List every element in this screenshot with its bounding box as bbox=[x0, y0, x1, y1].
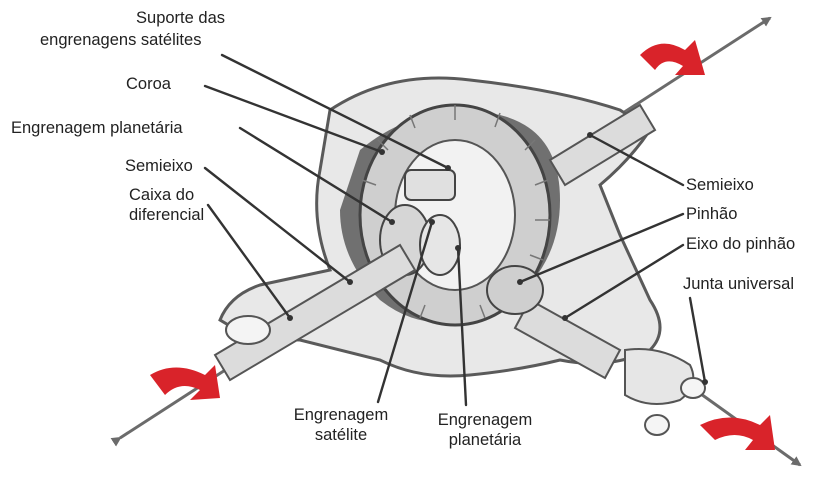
label-engrenagem-planetaria-top: Engrenagem planetária bbox=[11, 118, 183, 138]
label-engrenagem-satelite: Engrenagem satélite bbox=[286, 405, 396, 445]
label-pinhao: Pinhão bbox=[686, 204, 737, 224]
label-eixo-pinhao: Eixo do pinhão bbox=[686, 234, 795, 254]
spider-carrier bbox=[405, 170, 455, 200]
label-junta-universal: Junta universal bbox=[683, 274, 794, 294]
label-semieixo-left: Semieixo bbox=[125, 156, 193, 176]
label-semieixo-right: Semieixo bbox=[686, 175, 754, 195]
rotation-arrow-bottom-right bbox=[700, 415, 775, 450]
left-axle-end bbox=[226, 316, 270, 344]
label-suporte: Suporte das bbox=[95, 8, 225, 28]
label-caixa-diferencial: Caixa do diferencial bbox=[129, 185, 204, 225]
label-coroa: Coroa bbox=[126, 74, 171, 94]
universal-joint bbox=[625, 349, 705, 435]
label-engrenagem-planetaria-bottom: Engrenagem planetária bbox=[430, 410, 540, 450]
rotation-arrow-top-right bbox=[640, 40, 705, 75]
pinion-gear bbox=[487, 266, 543, 314]
label-suporte-line2: engrenagens satélites bbox=[40, 30, 201, 50]
